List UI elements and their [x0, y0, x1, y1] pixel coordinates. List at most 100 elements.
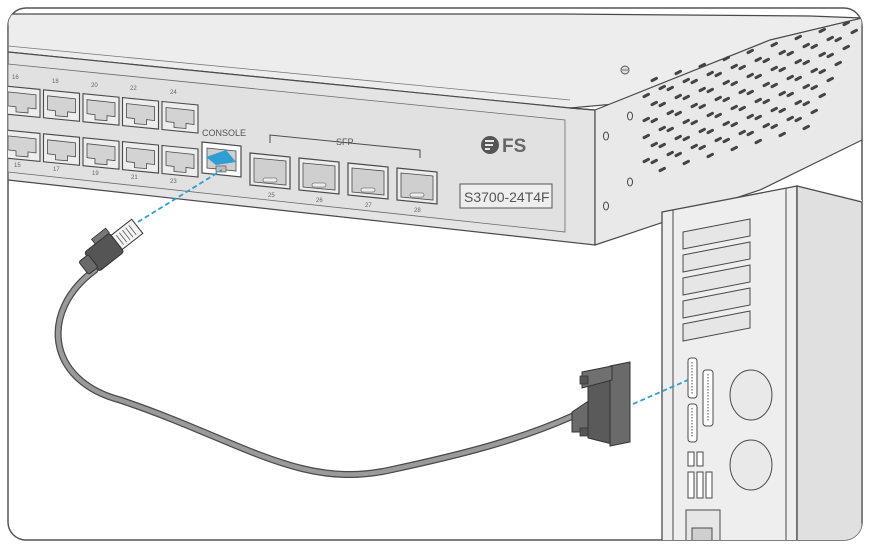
vent-slot	[794, 75, 802, 82]
vent-slot	[770, 41, 778, 48]
vent-slot	[746, 130, 754, 137]
serial-port	[687, 357, 698, 399]
vent-slot	[650, 76, 658, 83]
vent-slot	[666, 126, 674, 133]
vent-slot	[818, 92, 826, 99]
vent-slot	[722, 120, 730, 127]
vent-slot	[682, 159, 690, 166]
db9-connector-icon	[571, 361, 631, 447]
vent-slot	[754, 73, 762, 80]
vent-slot	[666, 109, 674, 116]
vent-slot	[658, 166, 666, 173]
rj45-port	[42, 89, 81, 122]
console-label: CONSOLE	[202, 128, 246, 138]
vent-slot	[778, 49, 786, 56]
vent-slot	[650, 117, 658, 124]
vent-slot	[826, 52, 834, 59]
vent-slot	[802, 100, 810, 107]
model-label: S3700-24T4F	[464, 189, 550, 205]
port-number: 28	[414, 208, 421, 214]
port-number: 18	[52, 79, 59, 85]
sfp-port	[347, 162, 389, 200]
vent-slot	[714, 136, 722, 143]
usb-ports	[687, 451, 713, 499]
vent-slot	[770, 106, 778, 113]
vent-slot	[786, 91, 794, 98]
vent-slot	[658, 142, 666, 149]
vent-slot	[722, 55, 730, 62]
vent-slot	[850, 28, 858, 35]
vent-slot	[730, 145, 738, 152]
serial-port	[687, 403, 698, 443]
vent-slot	[722, 79, 730, 86]
vent-slot	[762, 122, 770, 129]
vent-slot	[794, 116, 802, 123]
vent-slot	[746, 48, 754, 55]
sfp-port	[298, 157, 340, 195]
vent-slot	[738, 88, 746, 95]
vent-slot	[642, 157, 650, 164]
vent-slot	[650, 158, 658, 165]
vent-slot	[818, 68, 826, 75]
cable-body	[55, 267, 578, 477]
parallel-port	[702, 369, 714, 427]
port-number: 17	[53, 167, 60, 173]
vent-slot	[802, 124, 810, 131]
vent-slot	[810, 43, 818, 50]
vent-slot	[786, 50, 794, 57]
vent-slot	[778, 66, 786, 73]
port-number: 27	[365, 203, 372, 209]
vent-slot	[810, 108, 818, 115]
serial-connection-line	[632, 379, 689, 405]
side-hole-icon	[603, 201, 609, 211]
rj45-port	[0, 126, 1, 158]
vent-slot	[802, 83, 810, 90]
vent-slot	[698, 103, 706, 110]
vent-slot	[810, 84, 818, 91]
side-ventilation-grille	[642, 20, 858, 173]
vent-slot	[826, 35, 834, 42]
port-number: 15	[14, 163, 21, 169]
sfp-port	[396, 167, 438, 205]
vent-slot	[706, 111, 714, 118]
vent-slot	[722, 137, 730, 144]
vent-slot	[714, 95, 722, 102]
rj45-port	[121, 140, 160, 174]
rj45-port	[121, 96, 160, 130]
vent-slot	[674, 93, 682, 100]
vent-slot	[754, 97, 762, 104]
vent-slot	[682, 135, 690, 142]
vent-slot	[802, 59, 810, 66]
switch-side-panel	[594, 17, 862, 246]
port-number: 21	[131, 175, 138, 181]
model-label-box	[459, 183, 553, 209]
vent-slot	[770, 82, 778, 89]
vent-slot	[650, 100, 658, 107]
vent-slot	[754, 114, 762, 121]
vent-slot	[746, 89, 754, 96]
network-switch: 16 18 20 22 24 15 17 19 21 23 CONSOLE SF…	[0, 13, 862, 246]
vent-slot	[762, 81, 770, 88]
vent-slot	[842, 20, 850, 27]
vent-slot	[738, 129, 746, 136]
vent-slot	[682, 118, 690, 125]
vent-slot	[786, 74, 794, 81]
vent-slot	[642, 116, 650, 123]
connection-indicators	[137, 150, 689, 405]
vent-slot	[754, 138, 762, 145]
vent-slot	[754, 56, 762, 63]
vent-slot	[778, 90, 786, 97]
sfp-label: SFP	[336, 137, 354, 147]
rj45-ports-bottom-row	[0, 126, 199, 178]
vent-slot	[810, 67, 818, 74]
vent-slot	[690, 143, 698, 150]
side-hole-icon	[627, 177, 633, 187]
vent-slot	[698, 144, 706, 151]
vent-slot	[834, 36, 842, 43]
vent-slot	[834, 60, 842, 67]
vent-slot	[778, 131, 786, 138]
side-hole-icon	[603, 131, 609, 141]
vent-slot	[642, 133, 650, 140]
